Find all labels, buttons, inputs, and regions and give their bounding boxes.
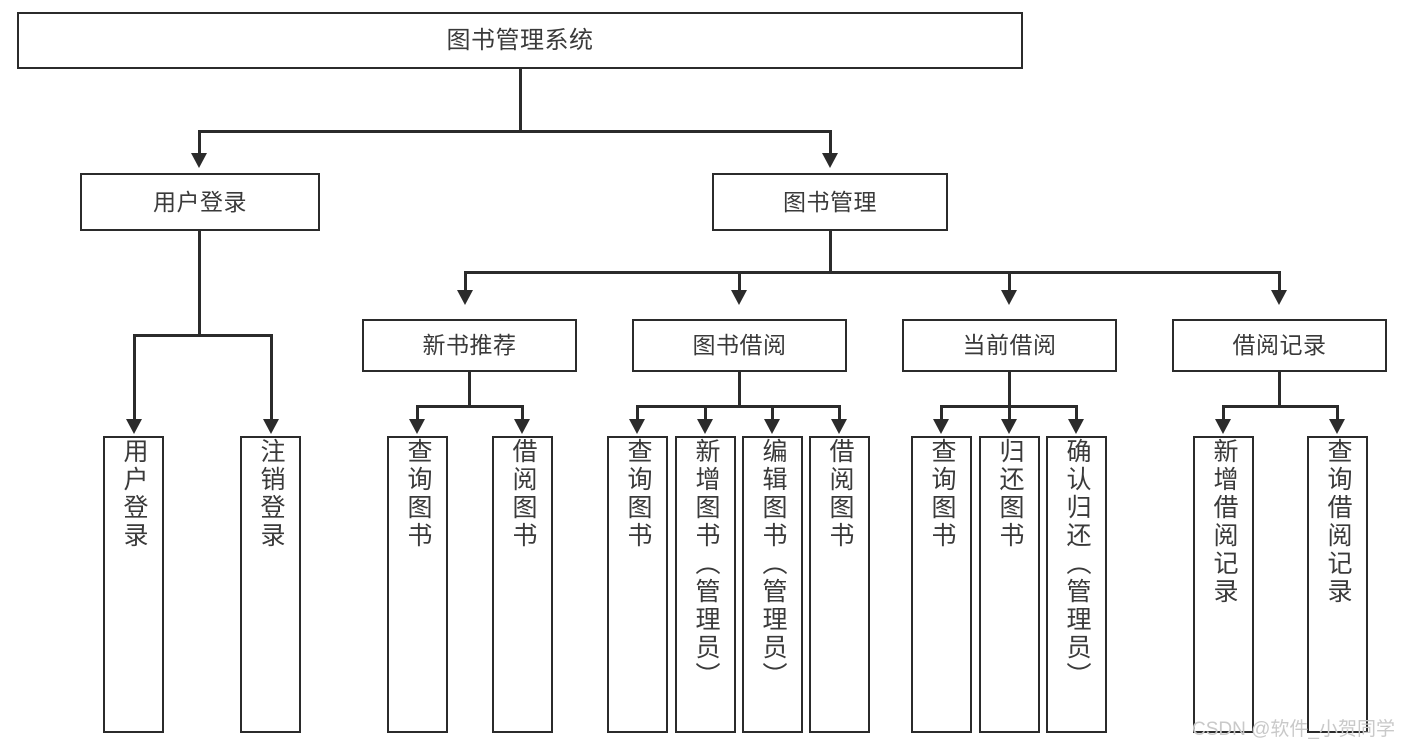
- leaf-new-book-query-label: 查询图书: [404, 438, 432, 550]
- leaf-new-book-borrow-label: 借阅图书: [509, 438, 537, 550]
- arrowhead-current-borrow-leaf1: [933, 419, 949, 434]
- connector-book-borrow-leaf2: [704, 405, 707, 422]
- node-book-manage[interactable]: 图书管理: [712, 173, 948, 231]
- leaf-book-borrow-query[interactable]: 查询图书: [607, 436, 668, 733]
- leaf-user-login-login[interactable]: 用户登录: [103, 436, 164, 733]
- arrowhead-new-book-leaf2: [514, 419, 530, 434]
- connector-borrow-record-leaf2: [1336, 405, 1339, 422]
- connector-user-login-leaf2: [270, 334, 273, 422]
- arrowhead-book-borrow-leaf4: [831, 419, 847, 434]
- leaf-book-borrow-edit[interactable]: 编辑图书（管理员）: [742, 436, 803, 733]
- leaf-book-borrow-add[interactable]: 新增图书（管理员）: [675, 436, 736, 733]
- leaf-borrow-record-add-label: 新增借阅记录: [1210, 438, 1238, 606]
- connector-book-borrow-bus: [636, 405, 841, 408]
- leaf-user-login-logout-label: 注销登录: [257, 438, 285, 550]
- connector-book-manage-stem: [829, 231, 832, 273]
- arrowhead-user-login-leaf1: [126, 419, 142, 434]
- connector-to-book-manage: [829, 130, 832, 156]
- connector-user-login-leaf1: [133, 334, 136, 422]
- leaf-new-book-borrow[interactable]: 借阅图书: [492, 436, 553, 733]
- node-user-login-label: 用户登录: [153, 188, 247, 215]
- connector-new-book-leaf1: [416, 405, 419, 422]
- leaf-book-borrow-edit-label: 编辑图书（管理员）: [759, 438, 787, 690]
- node-book-manage-label: 图书管理: [783, 188, 877, 215]
- arrowhead-book-manage: [822, 153, 838, 168]
- leaf-current-borrow-confirm[interactable]: 确认归还（管理员）: [1046, 436, 1107, 733]
- connector-current-borrow-leaf1: [940, 405, 943, 422]
- node-book-borrow-label: 图书借阅: [692, 332, 787, 359]
- leaf-book-borrow-borrow[interactable]: 借阅图书: [809, 436, 870, 733]
- connector-borrow-record-bus: [1222, 405, 1339, 408]
- connector-root-stem: [519, 69, 522, 132]
- node-borrow-record[interactable]: 借阅记录: [1172, 319, 1387, 372]
- leaf-user-login-logout[interactable]: 注销登录: [240, 436, 301, 733]
- leaf-borrow-record-query[interactable]: 查询借阅记录: [1307, 436, 1368, 733]
- leaf-current-borrow-return[interactable]: 归还图书: [979, 436, 1040, 733]
- connector-level2-bus: [198, 130, 832, 133]
- arrowhead-book-borrow-leaf3: [764, 419, 780, 434]
- node-borrow-record-label: 借阅记录: [1232, 332, 1327, 359]
- connector-current-borrow-stem: [1008, 372, 1011, 407]
- node-new-book-recommend-label: 新书推荐: [422, 332, 517, 359]
- connector-to-borrow-record: [1278, 271, 1281, 293]
- node-root-system-label: 图书管理系统: [446, 26, 594, 54]
- node-book-borrow[interactable]: 图书借阅: [632, 319, 847, 372]
- leaf-borrow-record-add[interactable]: 新增借阅记录: [1193, 436, 1254, 733]
- connector-new-book-stem: [468, 372, 471, 407]
- connector-to-book-borrow: [738, 271, 741, 293]
- connector-user-login-stem: [198, 231, 201, 336]
- arrowhead-borrow-record: [1271, 290, 1287, 305]
- connector-to-new-book: [464, 271, 467, 293]
- watermark-text: CSDN @软件_小贺同学: [1192, 719, 1395, 740]
- connector-book-borrow-leaf4: [838, 405, 841, 422]
- arrowhead-current-borrow-leaf3: [1068, 419, 1084, 434]
- connector-new-book-leaf2: [521, 405, 524, 422]
- leaf-new-book-query[interactable]: 查询图书: [387, 436, 448, 733]
- node-root-system[interactable]: 图书管理系统: [17, 12, 1023, 69]
- connector-book-borrow-stem: [738, 372, 741, 407]
- connector-borrow-record-stem: [1278, 372, 1281, 407]
- leaf-book-borrow-add-label: 新增图书（管理员）: [692, 438, 720, 690]
- connector-user-login-bus: [133, 334, 273, 337]
- connector-to-user-login: [198, 130, 201, 156]
- arrowhead-current-borrow-leaf2: [1001, 419, 1017, 434]
- arrowhead-new-book: [457, 290, 473, 305]
- leaf-current-borrow-confirm-label: 确认归还（管理员）: [1063, 438, 1091, 690]
- connector-book-borrow-leaf1: [636, 405, 639, 422]
- arrowhead-borrow-record-leaf2: [1329, 419, 1345, 434]
- connector-new-book-bus: [416, 405, 524, 408]
- node-new-book-recommend[interactable]: 新书推荐: [362, 319, 577, 372]
- arrowhead-current-borrow: [1001, 290, 1017, 305]
- leaf-book-borrow-borrow-label: 借阅图书: [826, 438, 854, 550]
- connector-book-borrow-leaf3: [771, 405, 774, 422]
- node-current-borrow[interactable]: 当前借阅: [902, 319, 1117, 372]
- connector-to-current-borrow: [1008, 271, 1011, 293]
- arrowhead-borrow-record-leaf1: [1215, 419, 1231, 434]
- arrowhead-new-book-leaf1: [409, 419, 425, 434]
- connector-borrow-record-leaf1: [1222, 405, 1225, 422]
- node-current-borrow-label: 当前借阅: [962, 332, 1057, 359]
- arrowhead-book-borrow-leaf1: [629, 419, 645, 434]
- arrowhead-user-login-leaf2: [263, 419, 279, 434]
- leaf-current-borrow-return-label: 归还图书: [996, 438, 1024, 550]
- node-user-login[interactable]: 用户登录: [80, 173, 320, 231]
- leaf-current-borrow-query-label: 查询图书: [928, 438, 956, 550]
- leaf-book-borrow-query-label: 查询图书: [624, 438, 652, 550]
- arrowhead-user-login: [191, 153, 207, 168]
- leaf-current-borrow-query[interactable]: 查询图书: [911, 436, 972, 733]
- arrowhead-book-borrow-leaf2: [697, 419, 713, 434]
- connector-current-borrow-leaf3: [1075, 405, 1078, 422]
- arrowhead-book-borrow: [731, 290, 747, 305]
- connector-current-borrow-leaf2: [1008, 405, 1011, 422]
- connector-level3-bus: [464, 271, 1281, 274]
- leaf-user-login-login-label: 用户登录: [120, 438, 148, 550]
- leaf-borrow-record-query-label: 查询借阅记录: [1324, 438, 1352, 606]
